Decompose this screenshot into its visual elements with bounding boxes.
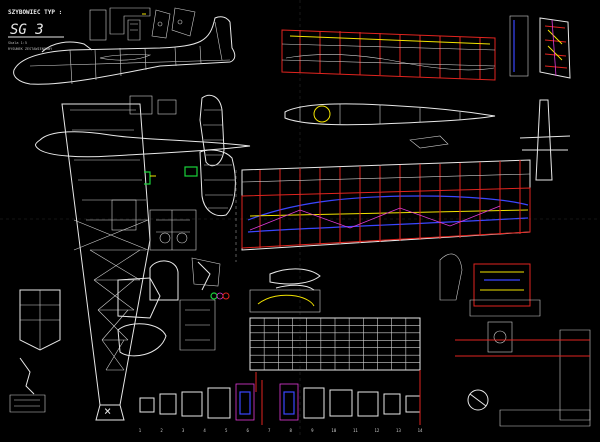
section-label: 14 bbox=[418, 428, 423, 433]
detail-drawings-right bbox=[439, 99, 591, 427]
section-label: 7 bbox=[268, 428, 271, 433]
subtitle-line-1: Skala 1:5 bbox=[8, 41, 27, 45]
fuselage-top-view: × bbox=[35, 103, 251, 421]
ordinates-table bbox=[249, 317, 421, 371]
section-label: 11 bbox=[353, 428, 358, 433]
section-label: 5 bbox=[225, 428, 228, 433]
section-label: 4 bbox=[203, 428, 206, 433]
tail-unit-views bbox=[199, 94, 236, 217]
detail-drawings-lower-left bbox=[9, 257, 230, 413]
axis-cross-mark: × bbox=[104, 404, 111, 418]
title-block: SZYBOWIEC TYP : SG 3 Skala 1:5 RYSUNEK Z… bbox=[8, 9, 64, 51]
fuselage-side-view bbox=[13, 16, 236, 85]
detail-fittings-top bbox=[89, 7, 196, 41]
sheet-title: SZYBOWIEC TYP : bbox=[8, 9, 62, 16]
section-label: 10 bbox=[331, 428, 336, 433]
section-label: 2 bbox=[160, 428, 163, 433]
section-label: 3 bbox=[182, 428, 185, 433]
wing-panel-top-red bbox=[281, 29, 496, 81]
detail-drawings-left bbox=[111, 95, 198, 251]
section-label: 1 bbox=[139, 428, 142, 433]
main-wing-plan bbox=[235, 159, 531, 262]
wing-root-section bbox=[249, 268, 321, 313]
fin-section-top-right bbox=[509, 15, 571, 79]
section-label: 13 bbox=[396, 428, 401, 433]
section-label: 9 bbox=[311, 428, 314, 433]
section-label: 6 bbox=[246, 428, 249, 433]
model-name: SG 3 bbox=[10, 22, 44, 38]
section-label: 8 bbox=[290, 428, 293, 433]
airfoil-section-view bbox=[284, 103, 496, 149]
subtitle-line-2: RYSUNEK ZESTAWIENIOWY bbox=[8, 47, 53, 51]
section-label: 12 bbox=[375, 428, 380, 433]
